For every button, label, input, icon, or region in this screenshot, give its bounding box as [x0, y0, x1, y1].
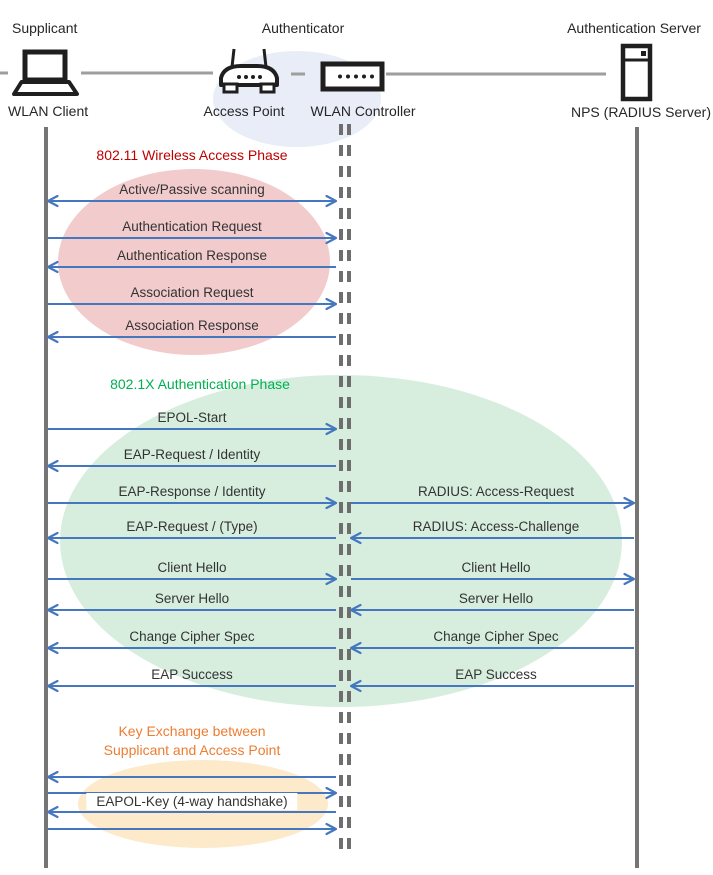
device-wlan-client: WLAN Client	[8, 103, 89, 119]
message-label: EAP-Response / Identity	[118, 484, 266, 499]
message-label: Active/Passive scanning	[119, 182, 265, 197]
message-label: Client Hello	[157, 560, 227, 575]
server-tower-icon	[620, 43, 653, 102]
message-label: Change Cipher Spec	[433, 629, 559, 644]
phase1-wireless-ellipse	[58, 169, 330, 355]
role-authentication-server: Authentication Server	[567, 20, 701, 36]
message-label: RADIUS: Access-Request	[417, 484, 575, 499]
message-label: EAP Success	[455, 667, 537, 682]
phase2-authentication-ellipse	[60, 375, 622, 707]
role-authenticator: Authenticator	[261, 20, 345, 36]
message-label: Authentication Request	[122, 219, 262, 234]
laptop-icon	[12, 49, 79, 96]
message-label: Association Request	[130, 285, 254, 300]
message-arrows-group	[46, 194, 636, 836]
message-label: Server Hello	[154, 591, 230, 606]
message-label: Authentication Response	[116, 248, 268, 263]
message-label: EAPOL-Key (4-way handshake)	[86, 793, 298, 810]
message-label: EPOL-Start	[157, 410, 227, 425]
message-label: EAP-Request / Identity	[123, 447, 261, 462]
device-nps-radius-server: NPS (RADIUS Server)	[570, 104, 712, 120]
phase3-title-line2: Supplicant and Access Point	[103, 742, 281, 758]
switch-icon	[320, 61, 385, 92]
phase1-title: 802.11 Wireless Access Phase	[96, 147, 288, 163]
message-label: EAP Success	[151, 667, 233, 682]
message-label: Association Response	[125, 318, 259, 333]
message-label: Change Cipher Spec	[129, 629, 255, 644]
message-label: Client Hello	[461, 560, 531, 575]
device-connector-lines	[0, 71, 606, 76]
role-supplicant: Supplicant	[12, 20, 78, 36]
phase2-title: 802.1X Authentication Phase	[110, 376, 290, 392]
device-wlan-controller: WLAN Controller	[310, 103, 416, 119]
wireless-router-icon	[219, 48, 279, 94]
phase3-title-line1: Key Exchange between	[118, 723, 266, 739]
device-access-point: Access Point	[203, 103, 285, 119]
message-label: RADIUS: Access-Challenge	[412, 519, 580, 534]
message-label: EAP-Request / (Type)	[126, 519, 258, 534]
message-label: Server Hello	[458, 591, 534, 606]
